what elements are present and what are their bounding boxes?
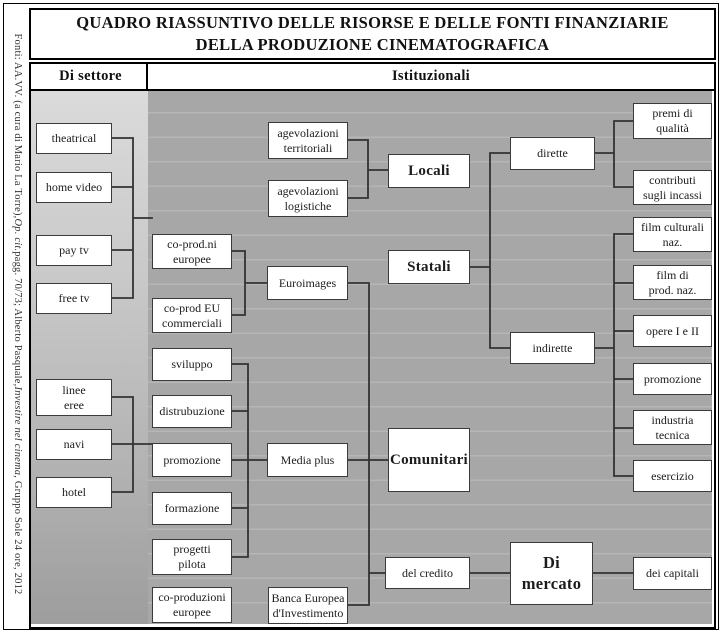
diagram-title: QUADRO RIASSUNTIVO DELLE RISORSE E DELLE… (29, 8, 716, 60)
column-header-di-settore: Di settore (29, 62, 152, 91)
chart-frame (29, 62, 716, 629)
node-comunitari: Comunitari (388, 428, 470, 492)
source-note-op-cit: Op. cit. (12, 218, 24, 252)
node-theatrical: theatrical (36, 123, 112, 154)
node-euroimages: Euroimages (267, 266, 348, 300)
column-header-istituzionali: Istituzionali (146, 62, 716, 91)
column-header-label: Istituzionali (391, 68, 471, 84)
node-premi-di-qualita: premi di qualità (633, 103, 712, 139)
node-promozione-media: promozione (152, 443, 232, 477)
node-del-credito: del credito (385, 557, 470, 589)
node-esercizio: esercizio (633, 460, 712, 492)
node-dei-capitali: dei capitali (633, 557, 712, 590)
node-film-culturali-naz: film culturali naz. (633, 217, 712, 252)
node-pay-tv: pay tv (36, 235, 112, 266)
wire-paths (111, 120, 634, 606)
node-dirette: dirette (510, 137, 595, 170)
node-promozione-indirette: promozione (633, 363, 712, 395)
node-industria-tecnica: industria tecnica (633, 410, 712, 445)
title-line-2: DELLA PRODUZIONE CINEMATOGRAFICA (195, 35, 550, 54)
node-distrubuzione: distrubuzione (152, 395, 232, 428)
node-agevolazioni-territoriali: agevolazioni territoriali (268, 122, 348, 159)
node-contributi-sugli-incassi: contributi sugli incassi (633, 170, 712, 205)
node-co-prod-eu-commerciali: co-prod EU commerciali (152, 298, 232, 333)
node-linee-eree: linee eree (36, 379, 112, 416)
node-di-mercato: Di mercato (510, 542, 593, 605)
node-co-prod-ni-europee: co-prod.ni europee (152, 234, 232, 269)
node-navi: navi (36, 429, 112, 460)
node-film-di-prod-naz: film di prod. naz. (633, 265, 712, 300)
node-sviluppo: sviluppo (152, 348, 232, 381)
outer-frame (3, 3, 719, 630)
node-statali: Statali (388, 250, 470, 284)
source-note: Fonti: AA.VV. (a cura di Mario La Torre)… (6, 5, 30, 623)
node-locali: Locali (388, 154, 470, 188)
node-opere-i-e-ii: opere I e II (633, 315, 712, 347)
source-note-book-title: Investire nel cinema (12, 386, 24, 476)
source-note-pages: pagg. 70/73; Alberto Pasquale, (12, 251, 24, 387)
column-header-label: Di settore (59, 68, 122, 84)
source-note-text: Fonti: AA.VV. (a cura di Mario La Torre)… (12, 33, 24, 219)
node-media-plus: Media plus (267, 443, 348, 477)
node-home-video: home video (36, 172, 112, 203)
node-co-produzioni-europee: co-produzioni europee (152, 587, 232, 623)
node-hotel: hotel (36, 477, 112, 508)
node-formazione: formazione (152, 492, 232, 525)
node-free-tv: free tv (36, 283, 112, 314)
node-banca-europea-investimento: Banca Europea d'Investimento (268, 587, 348, 624)
node-agevolazioni-logistiche: agevolazioni logistiche (268, 180, 348, 217)
node-progetti-pilota: progetti pilota (152, 539, 232, 575)
title-line-1: QUADRO RIASSUNTIVO DELLE RISORSE E DELLE… (76, 12, 669, 32)
node-indirette: indirette (510, 332, 595, 364)
source-note-publisher: , Gruppo Sole 24 ore, 2012 (12, 475, 24, 595)
